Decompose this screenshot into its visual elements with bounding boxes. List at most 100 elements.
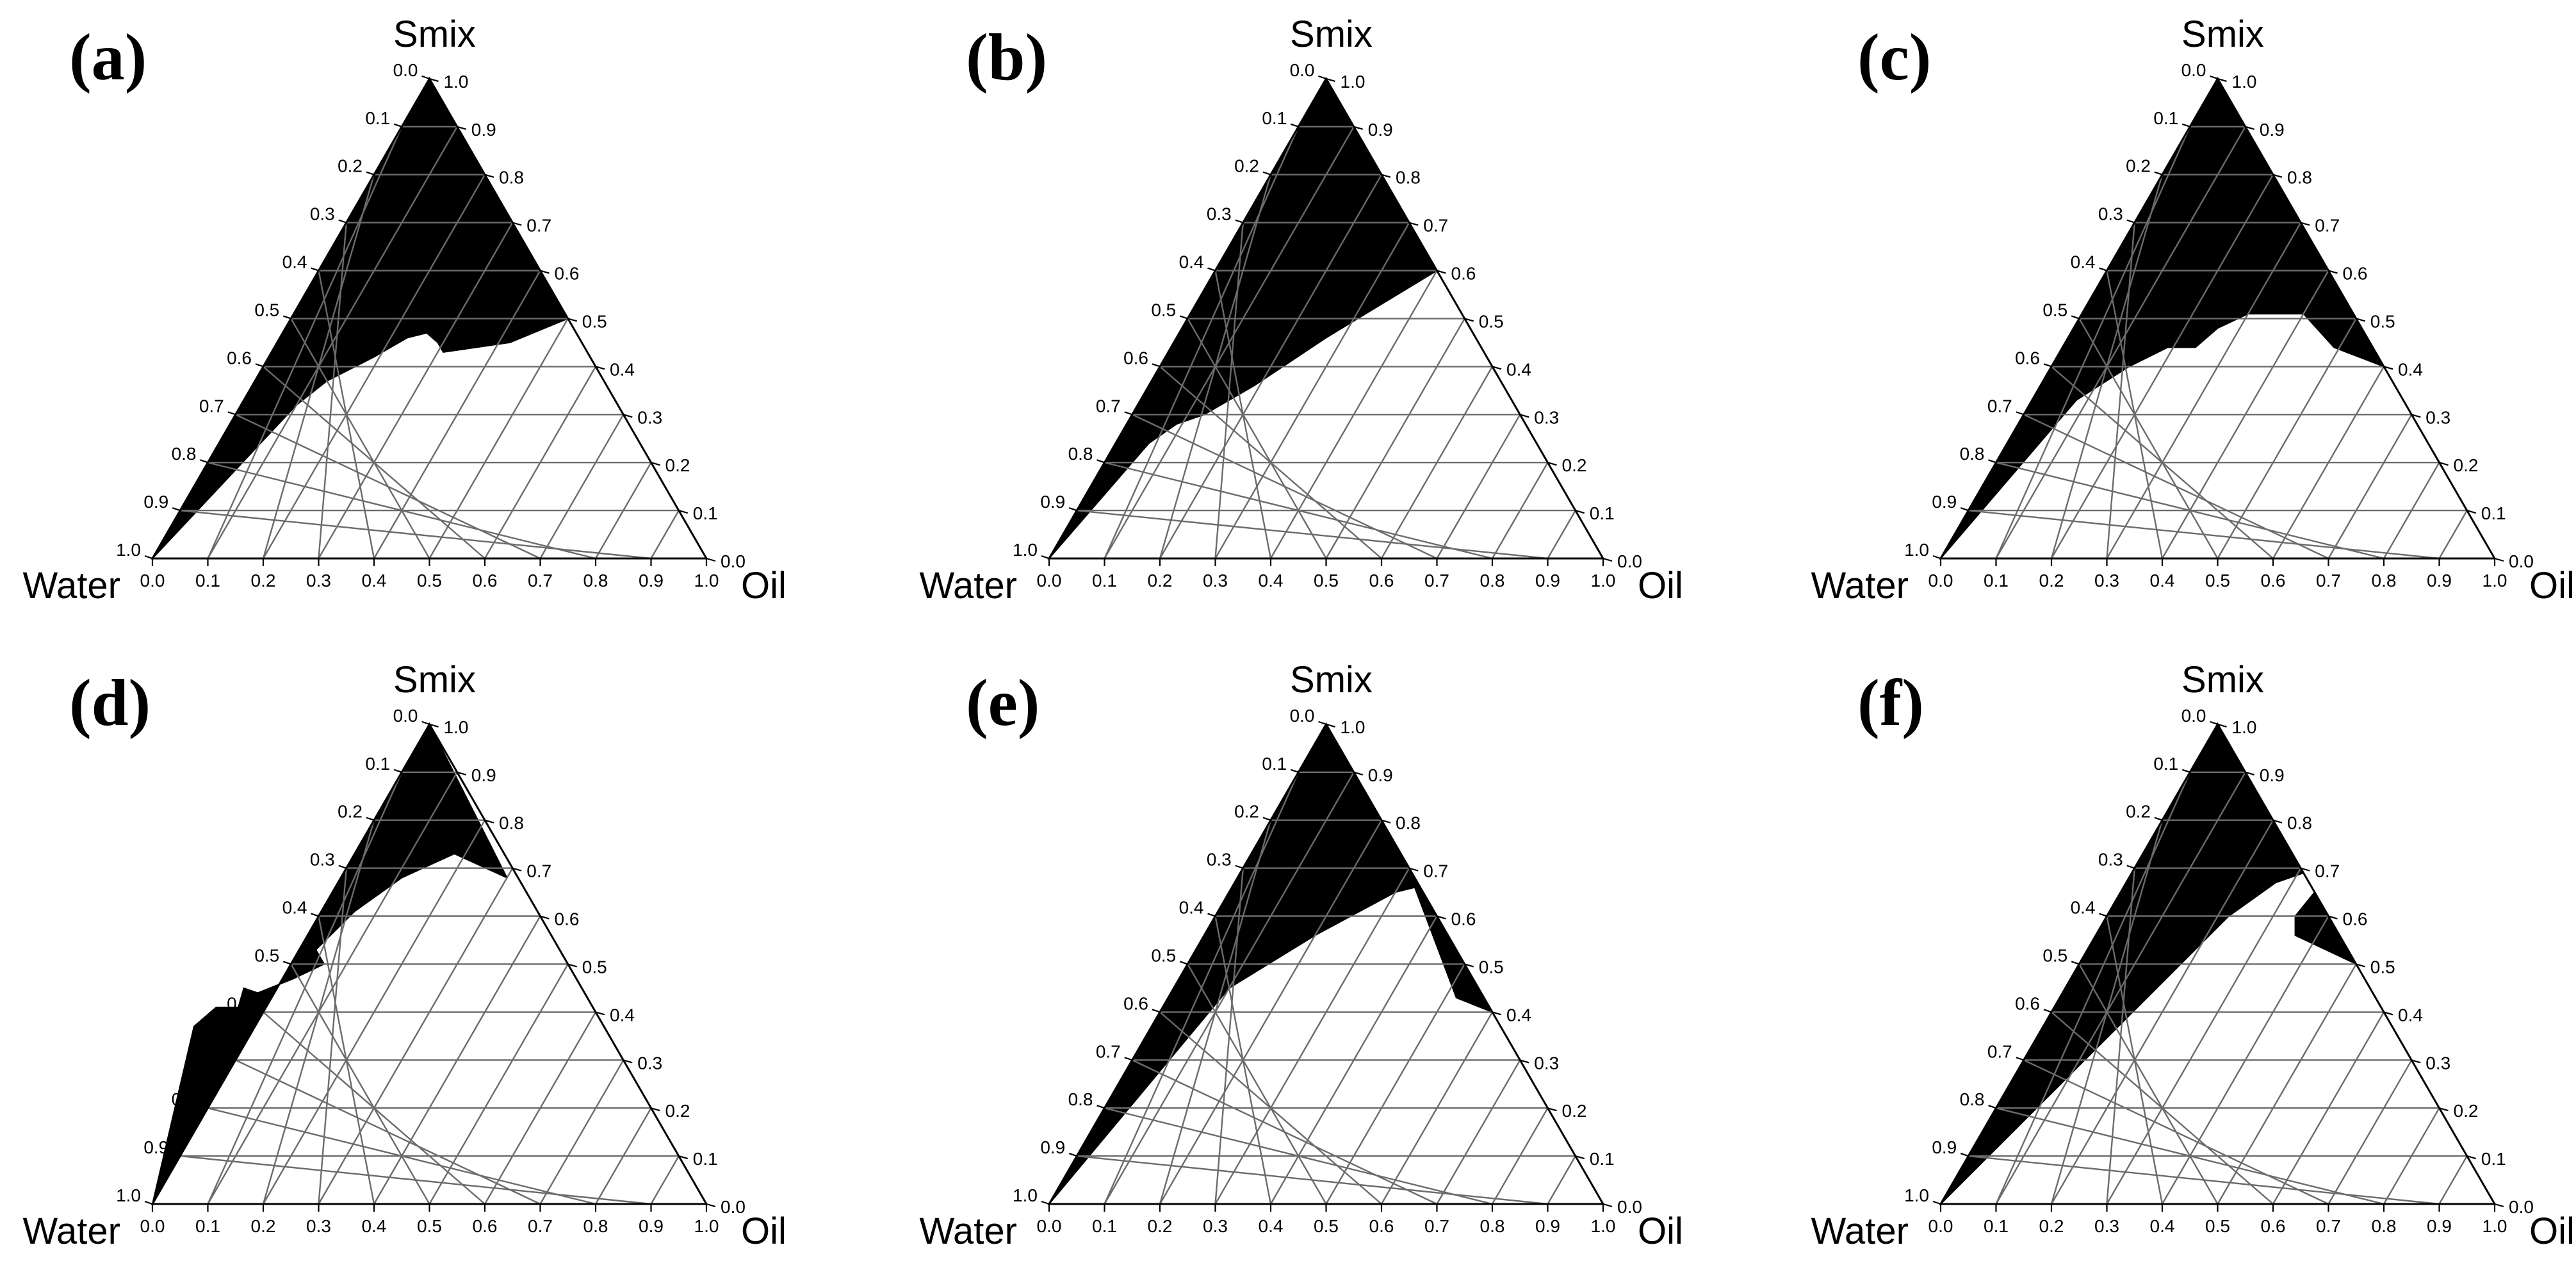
panel-e-left-tick-label: 0.6	[1123, 993, 1148, 1013]
panel-b-bottom-tick-label: 0.7	[1424, 571, 1449, 590]
panel-a-right-tick-label: 0.5	[582, 311, 607, 331]
panel-e-right-tick-label: 1.0	[1341, 717, 1365, 737]
panel-f-left-tick-label: 0.9	[1932, 1137, 1957, 1157]
panel-e-grid-line	[1104, 1107, 1493, 1205]
panel-a-right-tick-mark	[678, 510, 689, 514]
panel-f-left-tick-label: 0.2	[2126, 802, 2151, 822]
panel-c-bottom-tick-label: 0.6	[2261, 571, 2286, 590]
panel-f-left-tick-label: 0.4	[2071, 898, 2096, 918]
panel-a-right-tick-label: 0.8	[499, 168, 524, 188]
panel-d-left-tick-label: 0.6	[227, 993, 252, 1013]
panel-b-right-tick-label: 0.9	[1368, 120, 1393, 140]
panel-f-right-tick-mark	[2300, 867, 2310, 872]
panel-b-right-tick-label: 0.8	[1396, 168, 1421, 188]
panel-f-grid-line	[2217, 963, 2357, 1205]
panel-d-left-tick-mark	[366, 817, 375, 821]
panel-f-right-tick-mark	[2356, 963, 2366, 968]
panel-e-grid-line	[1077, 1155, 1548, 1205]
panel-f-left-tick-label: 0.3	[2098, 850, 2123, 870]
panel-e-left-tick-mark	[1124, 1057, 1133, 1061]
panel-b-left-tick-mark	[1041, 555, 1050, 560]
panel-a-left-tick-label: 0.5	[254, 300, 279, 320]
panel-e-right-tick-label: 0.7	[1423, 861, 1448, 881]
panel-a-grid-line	[428, 318, 569, 559]
panel-e-left-tick-mark	[1152, 1009, 1161, 1013]
panel-a-left-tick-mark	[144, 555, 153, 560]
panel-d-left-tick-mark	[255, 1009, 264, 1013]
panel-a-left-tick-mark	[311, 267, 319, 272]
panel-a-right-tick-mark	[567, 318, 578, 322]
panel-b-grid-line	[1325, 318, 1465, 559]
panel-f-grid-line	[2383, 1107, 2440, 1205]
panel-e-left-tick-label: 0.2	[1234, 802, 1259, 822]
panel-c-left-tick-mark	[1988, 459, 1996, 464]
panel-f-left-tick-mark	[2099, 913, 2107, 917]
panel-a-label: (a)	[69, 20, 147, 94]
panel-f-right-tick-label: 0.6	[2343, 909, 2368, 929]
panel-b-grid-line	[1159, 366, 1382, 559]
panel-f-bottom-tick-label: 0.5	[2205, 1216, 2230, 1236]
panel-b-right-tick-label: 0.6	[1451, 264, 1476, 284]
panel-b-bottom-tick-label: 0.8	[1480, 571, 1505, 590]
panel-a-ticks: 0.00.00.00.10.10.10.20.20.20.30.30.30.40…	[116, 60, 746, 590]
panel-a-bottom-tick-label: 0.2	[251, 571, 276, 590]
panel-a-right-tick-mark	[540, 270, 550, 274]
panel-a-left-tick-mark	[421, 75, 430, 79]
panel-d-bottom-tick-label: 0.3	[306, 1216, 331, 1236]
panel-c-left-tick-label: 0.0	[2181, 60, 2206, 80]
panel-c-grid-line	[2078, 318, 2219, 559]
panel-c-left-tick-mark	[1932, 555, 1941, 560]
panel-c-right-tick-label: 0.4	[2398, 359, 2423, 379]
panel-c-right-tick-label: 1.0	[2232, 72, 2257, 92]
panel-b-left-tick-mark	[1318, 75, 1326, 79]
panel-f-right-tick-label: 0.3	[2425, 1053, 2450, 1073]
panel-a-right-tick-label: 0.3	[637, 407, 662, 427]
panel-d-bottom-tick-label: 0.9	[639, 1216, 664, 1236]
panel-f-right-tick-mark	[2411, 1059, 2421, 1064]
panel-f-left-tick-mark	[2154, 817, 2163, 821]
panel-a-right-tick-mark	[706, 557, 716, 562]
panel-d-ticks: 0.00.00.00.10.10.10.20.20.20.30.30.30.40…	[116, 706, 746, 1236]
panel-b-right-tick-label: 0.1	[1590, 503, 1615, 523]
panel-e-bottom-tick-label: 0.2	[1148, 1216, 1173, 1236]
panel-e-right-tick-mark	[1353, 771, 1364, 776]
panel-a-left-tick-mark	[200, 459, 208, 464]
panel-e-left-tick-mark	[1096, 1105, 1105, 1109]
panel-b-right-tick-mark	[1353, 126, 1364, 130]
panel-b-right-tick-label: 0.7	[1423, 216, 1448, 236]
panel-d-left-tick-label: 0.9	[143, 1137, 168, 1157]
panel-e-right-tick-mark	[1492, 1011, 1502, 1016]
panel-c-right-tick-mark	[2328, 270, 2338, 274]
panel-d-bottom-tick-label: 1.0	[694, 1216, 719, 1236]
panel-b-left-tick-label: 0.4	[1179, 252, 1204, 272]
panel-a-vertex-label-smix: Smix	[393, 13, 476, 55]
panel-d-right-tick-label: 0.9	[471, 765, 496, 785]
panel-b-left-tick-mark	[1096, 459, 1105, 464]
panel-e-bottom-tick-label: 0.9	[1535, 1216, 1560, 1236]
panel-e-grid-line	[1491, 1107, 1549, 1205]
panel-d-bottom-tick-label: 0.5	[417, 1216, 442, 1236]
panel-d-left-tick-label: 0.4	[282, 898, 307, 918]
panel-a-left-tick-label: 1.0	[116, 540, 141, 560]
panel-a-left-tick-mark	[338, 219, 347, 224]
panel-f-left-tick-label: 0.0	[2181, 706, 2206, 726]
panel-b-bottom-tick-label: 0.5	[1314, 571, 1339, 590]
panel-f-grid-line	[2272, 1011, 2385, 1205]
panel-c-right-tick-label: 0.3	[2425, 407, 2450, 427]
panel-f-left-tick-mark	[2126, 865, 2135, 869]
panel-f-bottom-tick-label: 0.7	[2316, 1216, 2341, 1236]
panel-c-right-tick-label: 0.1	[2481, 503, 2506, 523]
panel-f-grid-line	[2051, 1011, 2274, 1205]
panel-a-right-tick-label: 0.4	[610, 359, 635, 379]
panel-a-right-tick-mark	[484, 174, 494, 178]
panel-f-vertex-label-oil: Oil	[2529, 1210, 2575, 1252]
panel-f-left-tick-mark	[1960, 1153, 1969, 1157]
panel-b-left-tick-label: 0.9	[1040, 492, 1065, 512]
panel-d-right-tick-mark	[429, 723, 439, 728]
panel-c-right-tick-label: 0.2	[2454, 455, 2479, 475]
panel-d-right-tick-label: 0.3	[637, 1053, 662, 1073]
panel-b-right-tick-mark	[1464, 318, 1474, 322]
panel-b-left-tick-label: 0.8	[1068, 444, 1093, 464]
panel-c-bottom-tick-label: 0.3	[2094, 571, 2119, 590]
panel-a-left-tick-mark	[172, 507, 181, 512]
